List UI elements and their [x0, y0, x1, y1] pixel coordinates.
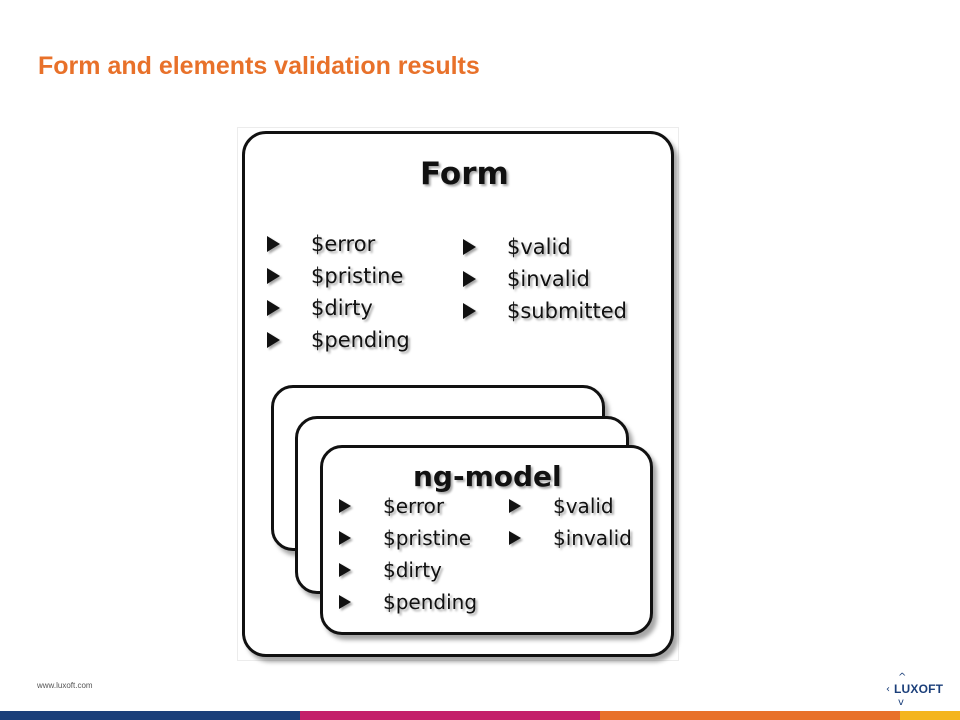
arrowhead-bullet-icon [267, 268, 280, 284]
footer-url-link[interactable]: www.luxoft.com [37, 681, 93, 690]
luxoft-logo-icon[interactable]: ^ ‹ LUXOFT v [880, 671, 944, 709]
property-label: $pending [311, 328, 410, 352]
footer-color-bar [0, 711, 960, 720]
ng-model-heading: ng-model [413, 460, 562, 493]
ng-model-properties-right: $valid $invalid [509, 490, 632, 554]
form-properties-right: $valid $invalid $submitted [463, 231, 627, 327]
slide-title: Form and elements validation results [38, 52, 480, 80]
arrowhead-bullet-icon [339, 595, 351, 609]
list-item: $pristine [339, 522, 477, 554]
property-label: $pristine [311, 264, 404, 288]
arrowhead-bullet-icon [339, 499, 351, 513]
arrowhead-bullet-icon [339, 531, 351, 545]
ng-model-properties-left: $error $pristine $dirty $pending [339, 490, 477, 618]
property-label: $dirty [311, 296, 373, 320]
logo-text: LUXOFT [894, 682, 944, 696]
list-item: $invalid [463, 263, 627, 295]
arrowhead-bullet-icon [463, 271, 476, 287]
list-item: $pending [267, 324, 410, 356]
arrowhead-bullet-icon [509, 499, 521, 513]
list-item: $pending [339, 586, 477, 618]
arrowhead-bullet-icon [339, 563, 351, 577]
property-label: $valid [507, 235, 571, 259]
validation-diagram: Form $error $pristine $dirty $pending $v… [237, 127, 679, 661]
footer-bar-segment [900, 711, 960, 720]
arrowhead-bullet-icon [267, 300, 280, 316]
property-label: $error [383, 494, 445, 518]
form-properties-left: $error $pristine $dirty $pending [267, 228, 410, 356]
chevron-left-icon: ‹ [886, 684, 890, 695]
list-item: $error [267, 228, 410, 260]
footer-bar-segment [600, 711, 900, 720]
list-item: $invalid [509, 522, 632, 554]
list-item: $valid [463, 231, 627, 263]
arrowhead-bullet-icon [463, 303, 476, 319]
footer-bar-segment [0, 711, 300, 720]
property-label: $invalid [507, 267, 590, 291]
list-item: $dirty [267, 292, 410, 324]
list-item: $submitted [463, 295, 627, 327]
list-item: $error [339, 490, 477, 522]
footer-bar-segment [300, 711, 600, 720]
property-label: $submitted [507, 299, 627, 323]
form-box: Form $error $pristine $dirty $pending $v… [242, 131, 674, 657]
arrowhead-bullet-icon [267, 332, 280, 348]
chevron-down-icon: v [898, 697, 904, 708]
chevron-up-icon: ^ [898, 672, 907, 683]
arrowhead-bullet-icon [463, 239, 476, 255]
list-item: $valid [509, 490, 632, 522]
property-label: $valid [553, 494, 614, 518]
property-label: $pristine [383, 526, 471, 550]
property-label: $pending [383, 590, 478, 614]
property-label: $dirty [383, 558, 442, 582]
arrowhead-bullet-icon [509, 531, 521, 545]
property-label: $invalid [553, 526, 632, 550]
ng-model-box: ng-model $error $pristine $dirty $pendin… [320, 445, 653, 635]
arrowhead-bullet-icon [267, 236, 280, 252]
list-item: $pristine [267, 260, 410, 292]
list-item: $dirty [339, 554, 477, 586]
form-heading: Form [420, 156, 509, 192]
property-label: $error [311, 232, 376, 256]
